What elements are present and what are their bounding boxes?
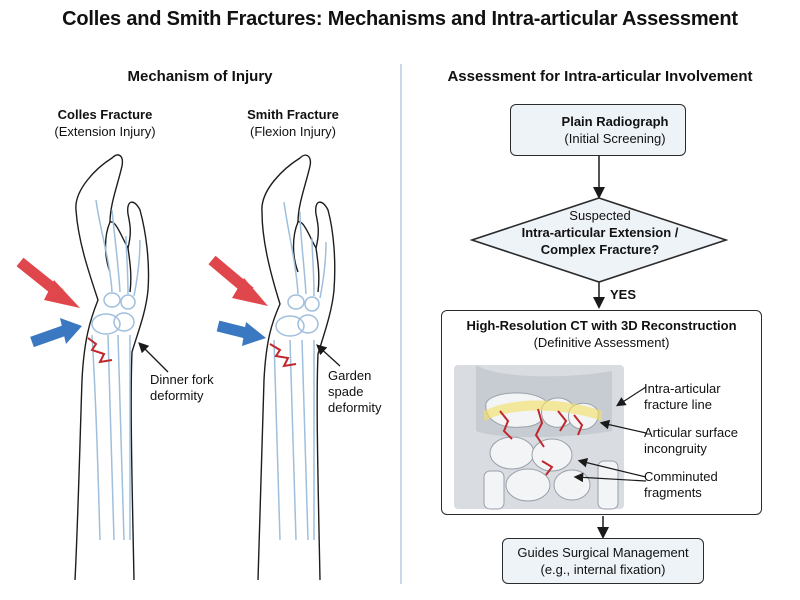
colles-blue-arrow	[30, 318, 82, 348]
mechanism-heading: Mechanism of Injury	[127, 68, 273, 85]
ct-sub: (Definitive Assessment)	[533, 335, 670, 350]
decision-diamond	[469, 197, 729, 283]
label-surface-2: incongruity	[644, 441, 707, 456]
colles-deformity-note: Dinner fork deformity	[150, 372, 214, 404]
ct-scan-image	[454, 365, 647, 510]
section-divider	[400, 64, 402, 584]
label-fracture-line: Intra-articular fracture line	[644, 381, 721, 413]
label-fracture-line-2: fracture line	[644, 397, 712, 412]
colles-note-line2: deformity	[150, 388, 204, 403]
label-articular-surface: Articular surface incongruity	[644, 425, 738, 457]
smith-note-line1: Garden	[328, 368, 372, 383]
colles-fracture-line	[87, 337, 113, 364]
smith-sub: (Flexion Injury)	[250, 124, 336, 139]
decision-text: Suspected Intra-articular Extension / Co…	[490, 207, 710, 258]
ct-heading: High-Resolution CT with 3D Reconstructio…	[442, 317, 761, 351]
radiograph-sub: (Initial Screening)	[564, 131, 666, 146]
label-fragments-2: fragments	[644, 485, 702, 500]
colles-note-line1: Dinner fork	[150, 372, 214, 387]
colles-bones	[91, 199, 141, 541]
smith-hand-illustration	[257, 154, 336, 581]
colles-hand-illustration	[74, 154, 150, 581]
colles-sub: (Extension Injury)	[54, 124, 156, 139]
smith-pointer	[316, 344, 341, 367]
diagram-title: Colles and Smith Fractures: Mechanisms a…	[62, 8, 738, 30]
radiograph-box: Plain Radiograph (Initial Screening)	[510, 104, 686, 156]
smith-fracture-line	[269, 343, 297, 368]
smith-name: Smith Fracture	[247, 107, 339, 122]
smith-deformity-note: Garden spade deformity	[328, 368, 381, 416]
smith-note-line2: spade	[328, 384, 364, 399]
smith-blue-arrow	[216, 320, 266, 346]
radiograph-title: Plain Radiograph	[561, 114, 669, 129]
ct-box: High-Resolution CT with 3D Reconstructio…	[441, 310, 762, 515]
smith-red-arrow	[208, 255, 268, 306]
ct-title: High-Resolution CT with 3D Reconstructio…	[466, 318, 737, 333]
smith-bones	[273, 201, 327, 541]
label-fragments-1: Comminuted	[644, 469, 718, 484]
label-comminuted-fragments: Comminuted fragments	[644, 469, 718, 501]
label-fracture-line-1: Intra-articular	[644, 381, 721, 396]
assessment-heading: Assessment for Intra-articular Involveme…	[447, 68, 753, 85]
decision-line1: Suspected	[569, 208, 631, 223]
colles-red-arrow	[16, 257, 80, 308]
colles-name: Colles Fracture	[57, 107, 153, 122]
outcome-line1: Guides Surgical Management	[517, 545, 689, 560]
colles-pointer	[138, 342, 169, 373]
colles-label: Colles Fracture (Extension Injury)	[40, 106, 170, 140]
outcome-box: Guides Surgical Management (e.g., intern…	[502, 538, 704, 584]
outcome-line2: (e.g., internal fixation)	[540, 562, 666, 577]
label-surface-1: Articular surface	[644, 425, 738, 440]
smith-label: Smith Fracture (Flexion Injury)	[228, 106, 358, 140]
yes-label: YES	[610, 287, 637, 302]
decision-line3: Complex Fracture?	[540, 242, 660, 257]
smith-note-line3: deformity	[328, 400, 382, 415]
decision-line2: Intra-articular Extension /	[521, 225, 679, 240]
